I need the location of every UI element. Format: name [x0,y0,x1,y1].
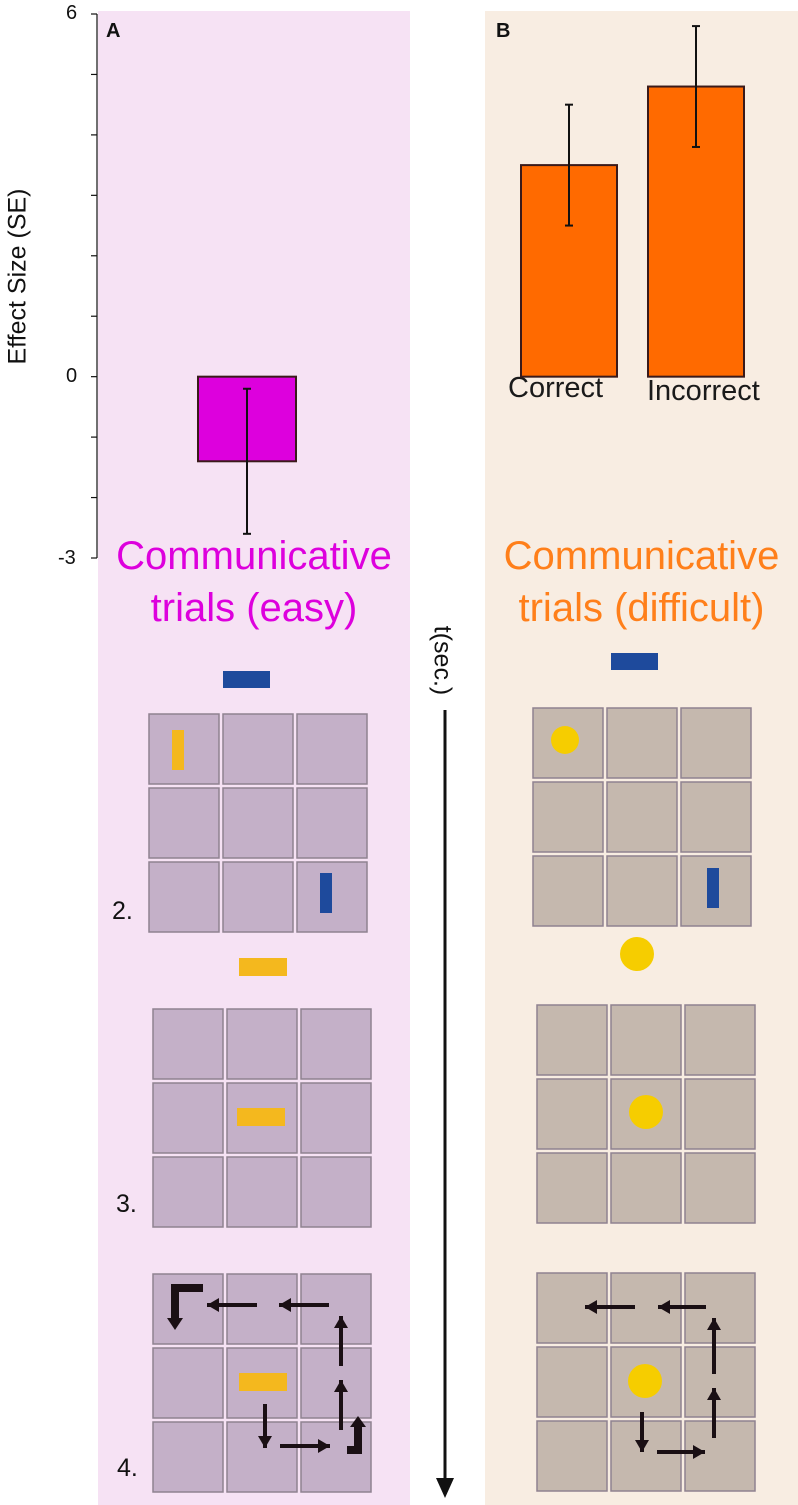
grid-b-step3-cell [536,1078,608,1150]
grid-b-step3-cell [536,1004,608,1076]
panel-a-title-line1: Communicative [116,534,392,578]
grid-a-step3-cell [226,1156,298,1228]
grid-a-step4-cell [152,1421,224,1493]
grid-a-step2-cell [148,861,220,933]
yellow-bar-token [239,958,287,976]
panel-b-title-line2: trials (difficult) [518,586,765,630]
grid-b-step4-cell [610,1420,682,1492]
blue-bar-token [223,671,270,688]
grid-a-step3-cell [152,1082,224,1154]
timeline-arrow-head [436,1478,454,1498]
grid-b-step2-cell [606,781,678,853]
path-arrow-head [334,1380,348,1392]
path-arrow-head [318,1439,330,1453]
grid-b-step3-cell [610,1004,682,1076]
grid-a-step4-cell [300,1347,372,1419]
grid-a-step2-cell [148,787,220,859]
grid-b-step2-cell [606,855,678,927]
panel-a-title-line2: trials (easy) [150,586,358,630]
panel-b-title-line1: Communicative [503,534,780,578]
grid-b-step2-cell [532,855,604,927]
grid-a-step2-cell [222,861,294,933]
yellow-circle-token [628,1364,662,1398]
grid-b-step2-cell [680,707,752,779]
path-arrow-head [585,1300,597,1314]
blue-bar-token [707,868,719,908]
path-turn-arrow-head [167,1318,183,1330]
grid-b-step3-cell [610,1152,682,1224]
path-turn-arrow [171,1284,203,1320]
path-arrow-head [707,1388,721,1400]
grid-a-step4-cell [152,1347,224,1419]
grid-b-step3-cell [536,1152,608,1224]
path-arrow-head [334,1316,348,1328]
y-tick-top: 6 [66,2,78,24]
grid-a-step3-cell [152,1008,224,1080]
path-arrow-head [279,1298,291,1312]
yellow-circle-token [629,1095,663,1129]
grid-b-step3-cell [684,1152,756,1224]
grid-a-step3-cell [226,1008,298,1080]
grid-a-step4-cell [226,1273,298,1345]
path-arrow-head [707,1318,721,1330]
grid-a-step4-cell [226,1421,298,1493]
grid-b-step2-cell [606,707,678,779]
grid-a-step3-cell [300,1156,372,1228]
category-incorrect-label: Incorrect [647,375,760,407]
panel-a-label: A [106,20,121,42]
grid-a-step4-cell [300,1273,372,1345]
blue-bar-token [611,653,658,670]
path-arrow-head [693,1445,705,1459]
grid-a-step3-cell [152,1156,224,1228]
grid-b-step4-cell [684,1346,756,1418]
panel-a-title: Communicative trials (easy) [98,530,410,634]
y-tick-zero: 0 [66,365,78,387]
yellow-bar-token [172,730,184,770]
grid-a-step2-cell [296,713,368,785]
grid-b-step3-cell [684,1004,756,1076]
step-label-4: 4. [117,1454,138,1482]
grid-a-step3-cell [300,1082,372,1154]
grid-a-step2-cell [222,713,294,785]
grid-b-step2-cell [680,781,752,853]
grid-b-step4-cell [536,1346,608,1418]
path-turn-arrow-head [350,1416,366,1427]
y-tick-bottom: -3 [58,547,76,569]
panel-b-label: B [496,20,511,42]
yellow-circle-token [551,726,579,754]
path-arrow-head [207,1298,219,1312]
grid-b-step4-cell [536,1420,608,1492]
yellow-bar-token [237,1108,285,1126]
path-turn-arrow [347,1425,362,1454]
grid-a-step2-cell [296,787,368,859]
panel-b-title: Communicative trials (difficult) [485,530,798,634]
path-arrow-head [258,1436,272,1448]
path-arrow-head [635,1440,649,1452]
yellow-bar-token [239,1373,287,1391]
grid-a-step2-cell [222,787,294,859]
grid-a-step3-cell [300,1008,372,1080]
yellow-circle-token [620,937,654,971]
step-label-3: 3. [116,1190,137,1218]
path-arrow-head [658,1300,670,1314]
grid-b-step3-cell [684,1078,756,1150]
blue-bar-token [320,873,332,913]
step-label-2: 2. [112,897,133,925]
grid-b-step2-cell [532,781,604,853]
